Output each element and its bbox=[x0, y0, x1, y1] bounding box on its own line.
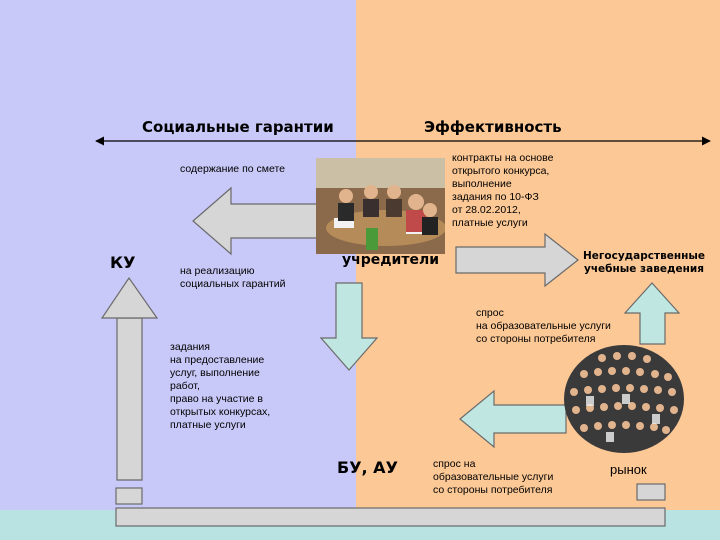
left-background bbox=[0, 0, 356, 510]
label-bu-au: БУ, АУ bbox=[337, 458, 398, 477]
label-founders: учредители bbox=[342, 252, 440, 268]
meeting-photo-icon bbox=[316, 158, 446, 254]
tall-up-arrow bbox=[116, 317, 143, 481]
down-arrow bbox=[319, 282, 379, 371]
small-box-left bbox=[115, 487, 143, 505]
left-arrow bbox=[192, 186, 319, 256]
header-efficiency: Эффективность bbox=[424, 118, 562, 136]
label-nongov-institutions: Негосударственные учебные заведения bbox=[583, 250, 705, 275]
label-ku: КУ bbox=[110, 253, 136, 272]
label-market: рынок bbox=[610, 462, 647, 477]
text-demand-bottom: спрос на образовательные услуги со сторо… bbox=[433, 458, 554, 496]
left-demand-arrow bbox=[459, 389, 567, 449]
text-budget-funding: содержание по смете bbox=[180, 163, 285, 175]
text-social-guarantees-implementation: на реализацию социальных гарантий bbox=[180, 265, 286, 290]
text-contracts: контракты на основе открытого конкурса, … bbox=[452, 152, 554, 229]
right-arrow bbox=[455, 232, 579, 288]
header-social-guarantees: Социальные гарантии bbox=[142, 118, 334, 136]
bottom-bar bbox=[115, 507, 666, 527]
tall-up-arrow-head bbox=[100, 276, 159, 319]
text-demand-top: спрос на образовательные услуги со сторо… bbox=[476, 307, 611, 345]
text-tasks: задания на предоставление услуг, выполне… bbox=[170, 341, 271, 431]
small-box-right bbox=[636, 483, 666, 501]
crowd-photo-icon bbox=[562, 344, 686, 454]
up-arrow bbox=[623, 282, 681, 345]
